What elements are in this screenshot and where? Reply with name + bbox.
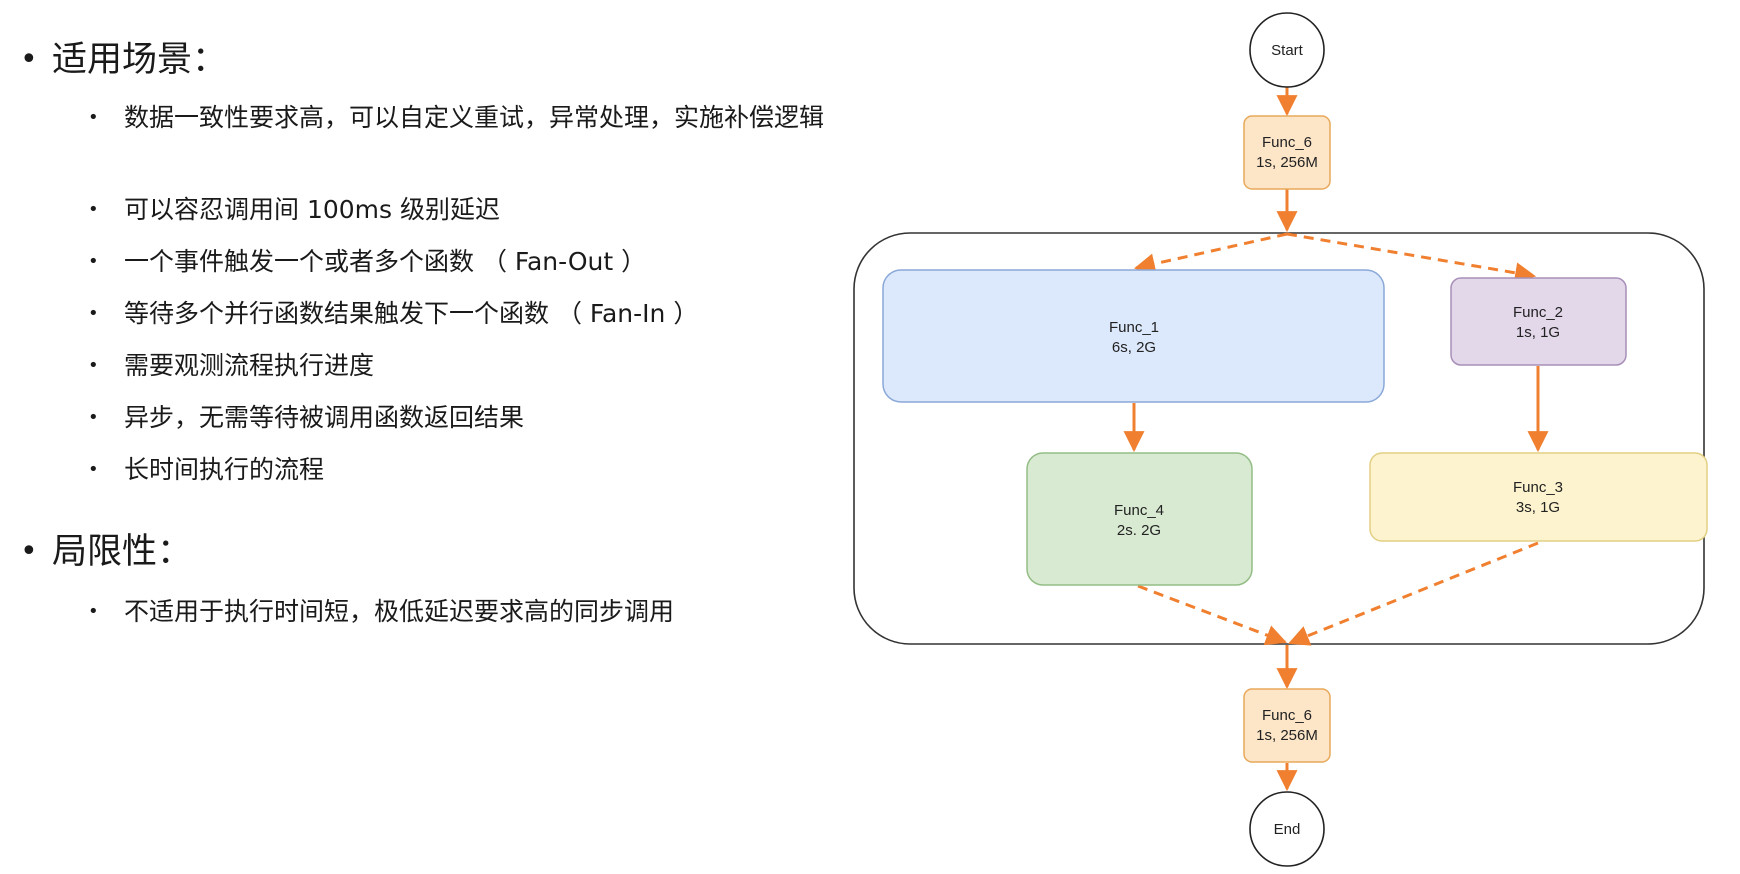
section-title-text: 局限性：: [52, 532, 193, 572]
list-item-text: 一个事件触发一个或者多个函数 （ Fan-Out ）: [124, 247, 647, 276]
section-title-text: 适用场景：: [52, 40, 228, 80]
edge-fork-func1: [1133, 232, 1288, 275]
list-item-text: 长时间执行的流程: [124, 455, 325, 484]
list-item-text: 可以容忍调用间 100ms 级别延迟: [124, 195, 500, 224]
bullet: •: [88, 107, 99, 128]
func4-node: [1026, 452, 1253, 586]
func6-top-name: Func_6: [1262, 134, 1312, 151]
func3-node: [1369, 452, 1708, 542]
bullet: •: [88, 303, 99, 324]
edge-func3-join: [1288, 541, 1539, 646]
list-item-text: 数据一致性要求高，可以自定义重试，异常处理，实施补偿逻辑: [124, 103, 825, 132]
bullet: •: [88, 407, 99, 428]
func4-spec: 2s. 2G: [1117, 522, 1161, 539]
end-node: [1249, 791, 1325, 867]
func1-node: [882, 269, 1385, 403]
list-item-text: 异步，无需等待被调用函数返回结果: [124, 403, 525, 432]
text-panel: • 适用场景： • 数据一致性要求高，可以自定义重试，异常处理，实施补偿逻辑 •…: [20, 40, 825, 626]
func2-name: Func_2: [1513, 304, 1563, 321]
func2-spec: 1s, 1G: [1516, 324, 1560, 341]
func6-bottom-name: Func_6: [1262, 707, 1312, 724]
list-item-text: 不适用于执行时间短，极低延迟要求高的同步调用: [124, 597, 675, 626]
func6-bottom-node: [1243, 688, 1331, 763]
func6-top-spec: 1s, 256M: [1256, 154, 1318, 171]
edges: [1123, 87, 1549, 792]
func3-name: Func_3: [1513, 479, 1563, 496]
bullet: •: [20, 42, 38, 77]
bullet: •: [88, 199, 99, 220]
func3-spec: 3s, 1G: [1516, 499, 1560, 516]
edge-func4-join: [1137, 584, 1287, 646]
bullet: •: [88, 251, 99, 272]
edge-fork-func2: [1286, 232, 1537, 284]
bullet: •: [88, 459, 99, 480]
func1-name: Func_1: [1109, 319, 1159, 336]
bullet: •: [88, 601, 99, 622]
start-label: Start: [1271, 42, 1304, 59]
list-item-text: 等待多个并行函数结果触发下一个函数 （ Fan-In ）: [124, 299, 699, 328]
func6-bottom-spec: 1s, 256M: [1256, 727, 1318, 744]
func2-node: [1450, 277, 1627, 366]
func6-top-node: [1243, 115, 1331, 190]
func1-spec: 6s, 2G: [1112, 339, 1156, 356]
end-label: End: [1274, 821, 1301, 838]
bullet: •: [20, 534, 38, 569]
start-node: [1249, 12, 1325, 88]
bullet: •: [88, 355, 99, 376]
func4-name: Func_4: [1114, 502, 1164, 519]
list-item-text: 需要观测流程执行进度: [124, 351, 375, 380]
